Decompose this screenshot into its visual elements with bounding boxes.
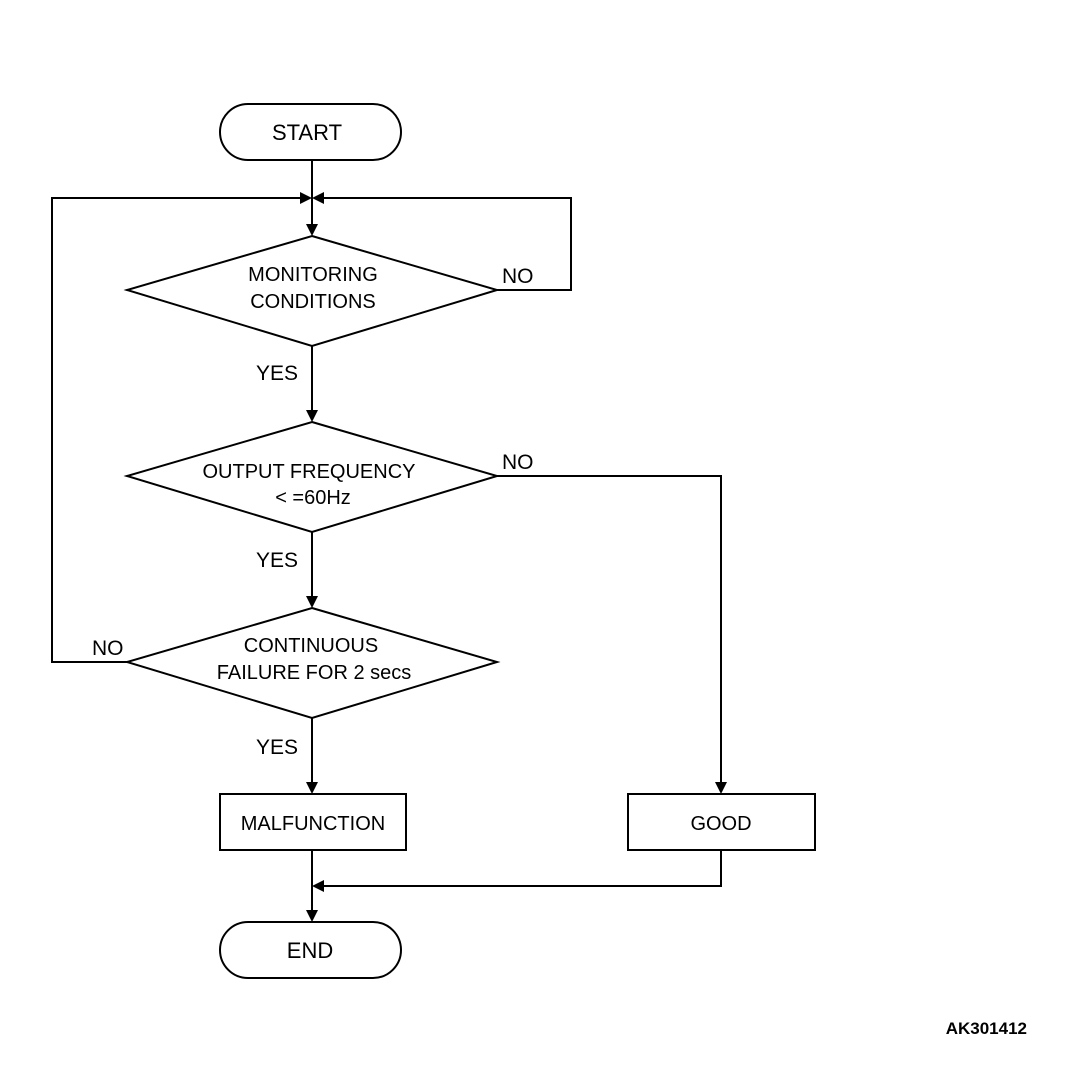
arrow-head-into-good [715,782,727,794]
monitoring-yes-label: YES [256,362,298,385]
continuous-no-label: NO [92,637,124,660]
end-label: END [287,938,333,963]
connector-monitoring-no-loop [324,197,572,291]
good-label: GOOD [690,813,751,835]
continuous-failure-decision: CONTINUOUS FAILURE FOR 2 secs [123,606,501,720]
continuous-line-2: FAILURE FOR 2 secs [217,662,412,684]
arrow-head-left-loop [300,192,312,204]
frequency-line-1: OUTPUT FREQUENCY [203,461,416,483]
arrow-head-into-end [306,910,318,922]
arrow-head-into-monitoring [306,224,318,236]
connector-continuous-no-loop [51,197,300,663]
start-terminal: START [219,103,402,161]
connector-frequency-no [497,475,722,782]
connector-good-to-end [324,850,722,887]
malfunction-box: MALFUNCTION [219,793,407,851]
monitoring-conditions-decision: MONITORING CONDITIONS [123,234,501,348]
frequency-yes-label: YES [256,549,298,572]
arrow-head-good-merge [312,880,324,892]
figure-id: AK301412 [946,1019,1027,1038]
monitoring-line-1: MONITORING [248,264,378,286]
start-label: START [272,120,342,145]
continuous-yes-label: YES [256,736,298,759]
end-terminal: END [219,921,402,979]
continuous-line-1: CONTINUOUS [244,635,378,657]
frequency-line-2: < =60Hz [275,487,351,509]
frequency-no-label: NO [502,451,534,474]
output-frequency-decision: OUTPUT FREQUENCY < =60Hz [123,420,501,534]
arrow-head-into-frequency [306,410,318,422]
arrow-head-into-continuous [306,596,318,608]
monitoring-line-2: CONDITIONS [250,291,376,313]
arrow-head-into-malfunction [306,782,318,794]
malfunction-label: MALFUNCTION [241,813,385,835]
good-box: GOOD [627,793,816,851]
monitoring-no-label: NO [502,265,534,288]
arrow-head-right-loop [312,192,324,204]
